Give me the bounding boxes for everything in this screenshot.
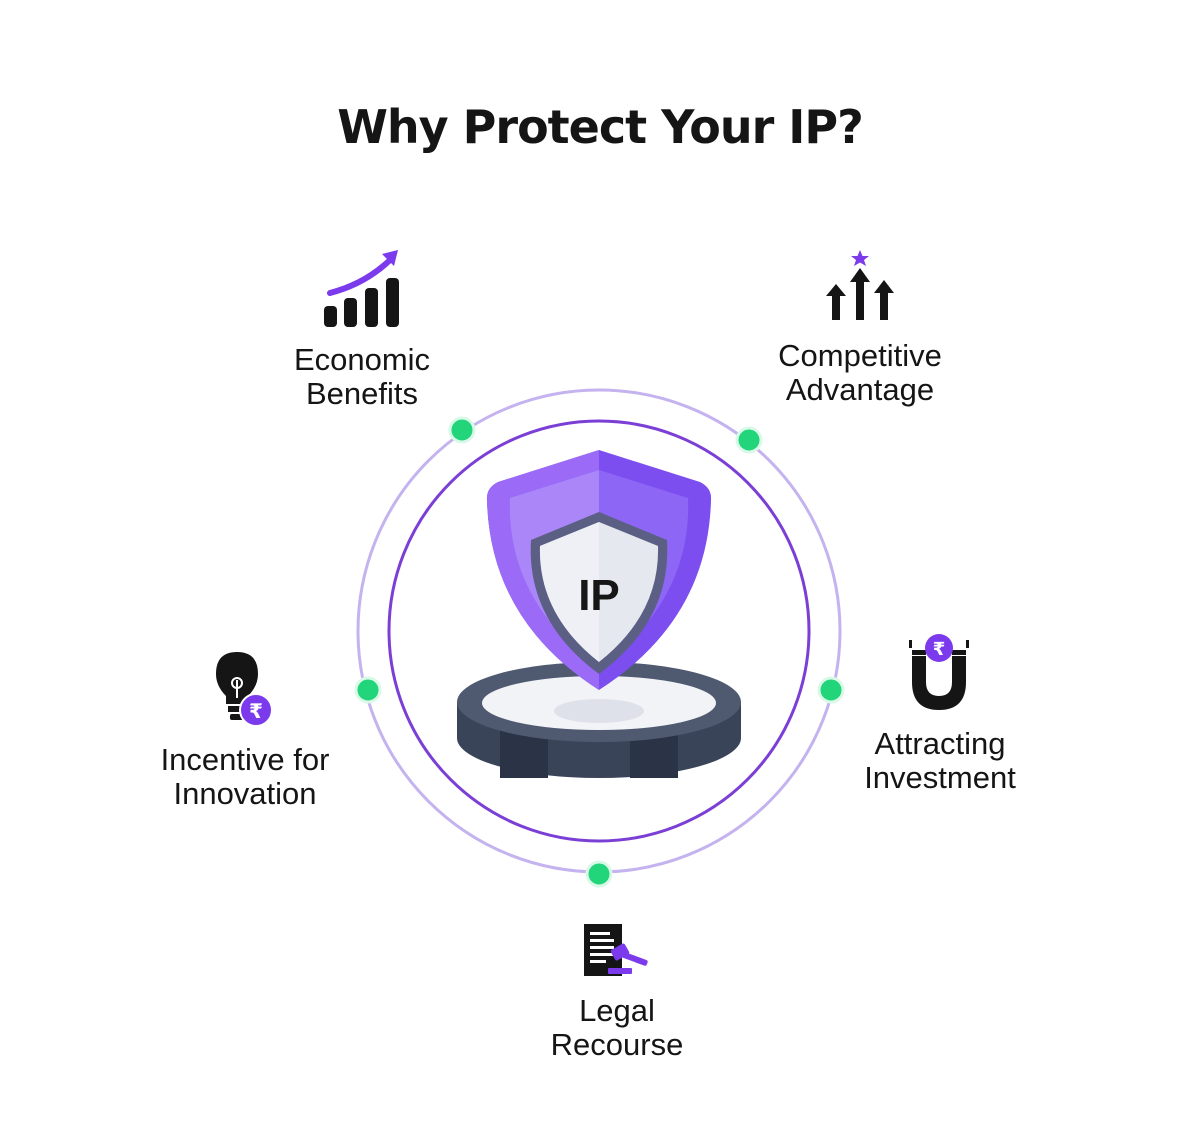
benefit-line: Advantage xyxy=(785,372,935,407)
node-legal xyxy=(585,860,613,888)
benefit-line: Investment xyxy=(864,760,1016,795)
center-label: IP xyxy=(578,571,620,620)
rupee-glyph: ₹ xyxy=(933,639,946,660)
node-innovation xyxy=(354,676,382,704)
benefit-line: Attracting xyxy=(874,726,1006,761)
arrows-up-star-icon xyxy=(826,250,894,320)
magnet-rupee-icon: ₹ xyxy=(909,634,969,710)
rupee-glyph: ₹ xyxy=(249,699,263,723)
benefit-label-legal: Legal Recourse xyxy=(517,994,717,1062)
document-gavel-icon xyxy=(584,924,648,976)
node-investment xyxy=(817,676,845,704)
benefit-label-economic: Economic Benefits xyxy=(262,343,462,411)
page-title: Why Protect Your IP? xyxy=(337,100,864,154)
inner-ring xyxy=(387,419,811,843)
node-competitive xyxy=(735,426,763,454)
benefit-line: Legal xyxy=(579,993,655,1028)
shield-icon xyxy=(457,450,741,778)
benefit-line: Competitive xyxy=(778,338,942,373)
benefit-label-competitive: Competitive Advantage xyxy=(740,339,980,407)
benefit-line: Innovation xyxy=(173,776,317,811)
benefit-line: Recourse xyxy=(550,1027,684,1062)
benefit-line: Economic xyxy=(293,342,431,377)
node-economic xyxy=(448,416,476,444)
benefit-line: Incentive for xyxy=(160,742,330,777)
lightbulb-rupee-icon: ₹ xyxy=(216,652,273,727)
connector-nodes xyxy=(354,416,845,888)
benefit-label-innovation: Incentive for Innovation xyxy=(135,743,355,811)
bar-chart-growth-icon xyxy=(324,250,399,327)
benefit-label-investment: Attracting Investment xyxy=(840,727,1040,795)
benefit-line: Benefits xyxy=(305,376,418,411)
